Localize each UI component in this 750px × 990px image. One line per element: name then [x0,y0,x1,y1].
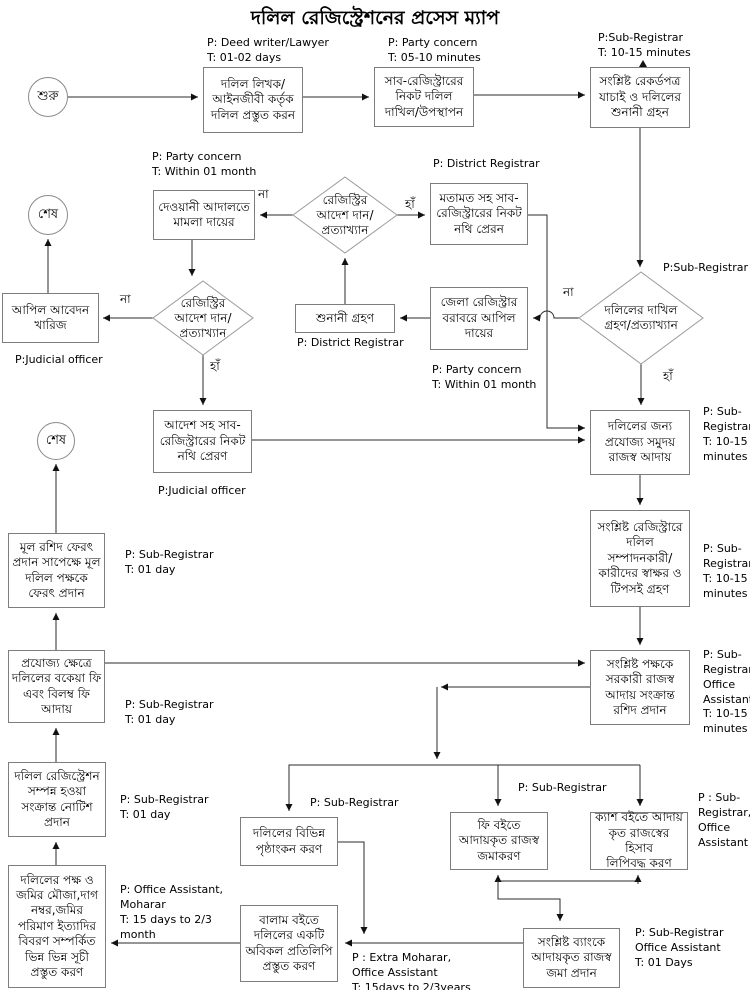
decision-registry-order-1: রেজিস্ট্রির আদেশ দান/ প্রত্যাখ্যান [316,192,374,237]
node-bokeya-fee: প্রযোজ্য ক্ষেত্রে দলিলের বকেয়া ফি এবং ব… [8,650,105,723]
annotation-extra-moharar: P : Extra Moharar, Office Assistant T: 1… [352,951,471,990]
annotation-sub-registrar-4: P: Sub- Registrar T: 10-15 minutes [703,542,750,600]
annotation-sub-registrar-10: P: Sub-Registrar [518,781,607,794]
annotation-sub-registrar-12: P: Sub-Registrar Office Assistant T: 01 … [635,926,724,969]
annotation-party-concern-3: P: Party concern T: Within 01 month [432,363,537,391]
node-signature: সংশ্লিষ্ট রেজিস্ট্রারে দলিল সম্পাদনকারী/… [590,510,690,607]
diamond-registry-order-1 [292,176,398,254]
node-suchi: দলিলের পক্ষ ও জমির মৌজা,দাগ নম্বর,জমির প… [8,865,106,988]
node-zila-appeal: জেলা রেজিস্ট্রার বরাবরে আপিল দায়ের [430,287,528,350]
annotation-district-registrar-2: P: District Registrar [297,336,404,349]
node-receipt: সংশ্লিষ্ট পক্ষকে সরকারী রাজস্ব আদায় সংক… [590,650,690,725]
annotation-deed-writer: P: Deed writer/Lawyer T: 01-02 days [207,36,329,64]
annotation-office-assistant: P: Office Assistant, Moharar T: 15 days … [120,883,224,941]
decision-registry-order-2: রেজিস্ট্রির আদেশ দান/ প্রত্যাখ্যান [174,295,232,340]
node-bank: সংশ্লিষ্ট ব্যাংকে আদায়কৃত রাজস্ব জমা প্… [523,928,620,988]
terminal-end-mid: শেষ [37,422,75,460]
node-motamot: মতামত সহ সাব- রেজিস্ট্রারের নিকট নথি প্র… [430,183,528,245]
annotation-sub-registrar-2: P:Sub-Registrar [663,261,749,274]
annotation-district-registrar-1: P: District Registrar [433,157,540,170]
node-cash-boi: ক্যাশ বইতে আদায় কৃত রাজস্বের হিসাব লিপি… [590,810,688,870]
terminal-end-label: শেষ [37,206,59,222]
annotation-sub-registrar-9: P: Sub-Registrar [310,796,399,809]
branch-yes-2: হাঁ [210,359,220,373]
node-revenue-collect: দলিলের জন্য প্রযোজ্য সমুদয় রাজস্ব আদায় [590,410,690,475]
annotation-judicial-officer-1: P:Judicial officer [15,353,103,366]
branch-no-3: না [563,285,574,299]
annotation-sub-registrar-3: P: Sub- Registrar T: 10-15 minutes [703,405,750,463]
decision-dakhil: দলিলের দাখিল গ্রহণ/প্রত্যাখ্যান [604,303,678,332]
branch-yes-1: হাঁ [405,197,415,211]
node-balam: বালাম বইতে দলিলের একটি অবিকল প্রতিলিপি প… [240,905,338,982]
terminal-end-top: শেষ [28,195,68,235]
terminal-start: শুরু [28,77,68,117]
diamond-dakhil [578,271,704,365]
flow-arrows [44,60,647,947]
node-shunani: শুনানী গ্রহণ [295,304,395,333]
node-notice: দলিল রেজিস্ট্রেশন সম্পন্ন হওয়া সংক্রান্… [8,762,106,837]
annotation-party-concern-2: P: Party concern T: Within 01 month [152,150,257,178]
node-fee-boi: ফি বইতে আদায়কৃত রাজস্ব জমাকরণ [450,812,548,870]
annotation-sub-registrar-5: P: Sub-Registrar T: 01 day [125,548,214,576]
branch-no-1: না [258,187,269,201]
node-deed-writer: দলিল লিখক/ আইনজীবী কর্তৃক দলিল প্রস্তুত … [203,67,303,133]
page-title: দলিল রেজিস্ট্রেশনের প্রসেস ম্যাপ [250,7,500,29]
node-submit-sr: সাব-রেজিস্ট্রারের নিকট দলিল দাখিল/উপস্থা… [374,67,474,127]
annotation-sub-registrar-7: P: Sub- Registrar, Office Assistant T: 1… [703,648,750,736]
annotation-party-concern-1: P: Party concern T: 05-10 minutes [388,36,481,64]
branch-yes-3: হাঁ [663,369,673,383]
node-dewani-case: দেওয়ানী আদালতে মামলা দায়ের [153,190,255,240]
node-verify-records: সংশ্লিষ্ট রেকর্ডপত্র যাচাই ও দলিলের শুনা… [590,67,690,128]
terminal-end-label: শেষ [45,432,67,448]
node-appeal-reject: আপিল আবেদন খারিজ [2,293,99,343]
node-prishthankon: দলিলের বিভিন্ন পৃষ্ঠাংকন করণ [240,817,338,866]
annotation-sub-registrar-8: P: Sub-Registrar T: 01 day [120,793,209,821]
node-adesh-soho: আদেশ সহ সাব- রেজিস্ট্রারের নিকট নথি প্রে… [153,410,252,473]
decision-diamonds [152,176,704,365]
node-mul-roshid: মূল রশিদ ফেরৎ প্রদান সাপেক্ষে মূল দলিল প… [8,533,105,608]
annotation-sub-registrar-1: P:Sub-Registrar T: 10-15 minutes [598,31,691,59]
loopback-arrowhead [639,60,647,67]
terminal-start-label: শুরু [37,88,59,104]
diamond-registry-order-2 [152,280,254,356]
branch-no-2: না [120,292,131,306]
annotation-sub-registrar-6: P: Sub-Registrar T: 01 day [125,698,214,726]
annotation-sub-registrar-11: P : Sub- Registrar, Office Assistant [698,791,750,849]
annotation-judicial-officer-2: P:Judicial officer [158,484,246,497]
